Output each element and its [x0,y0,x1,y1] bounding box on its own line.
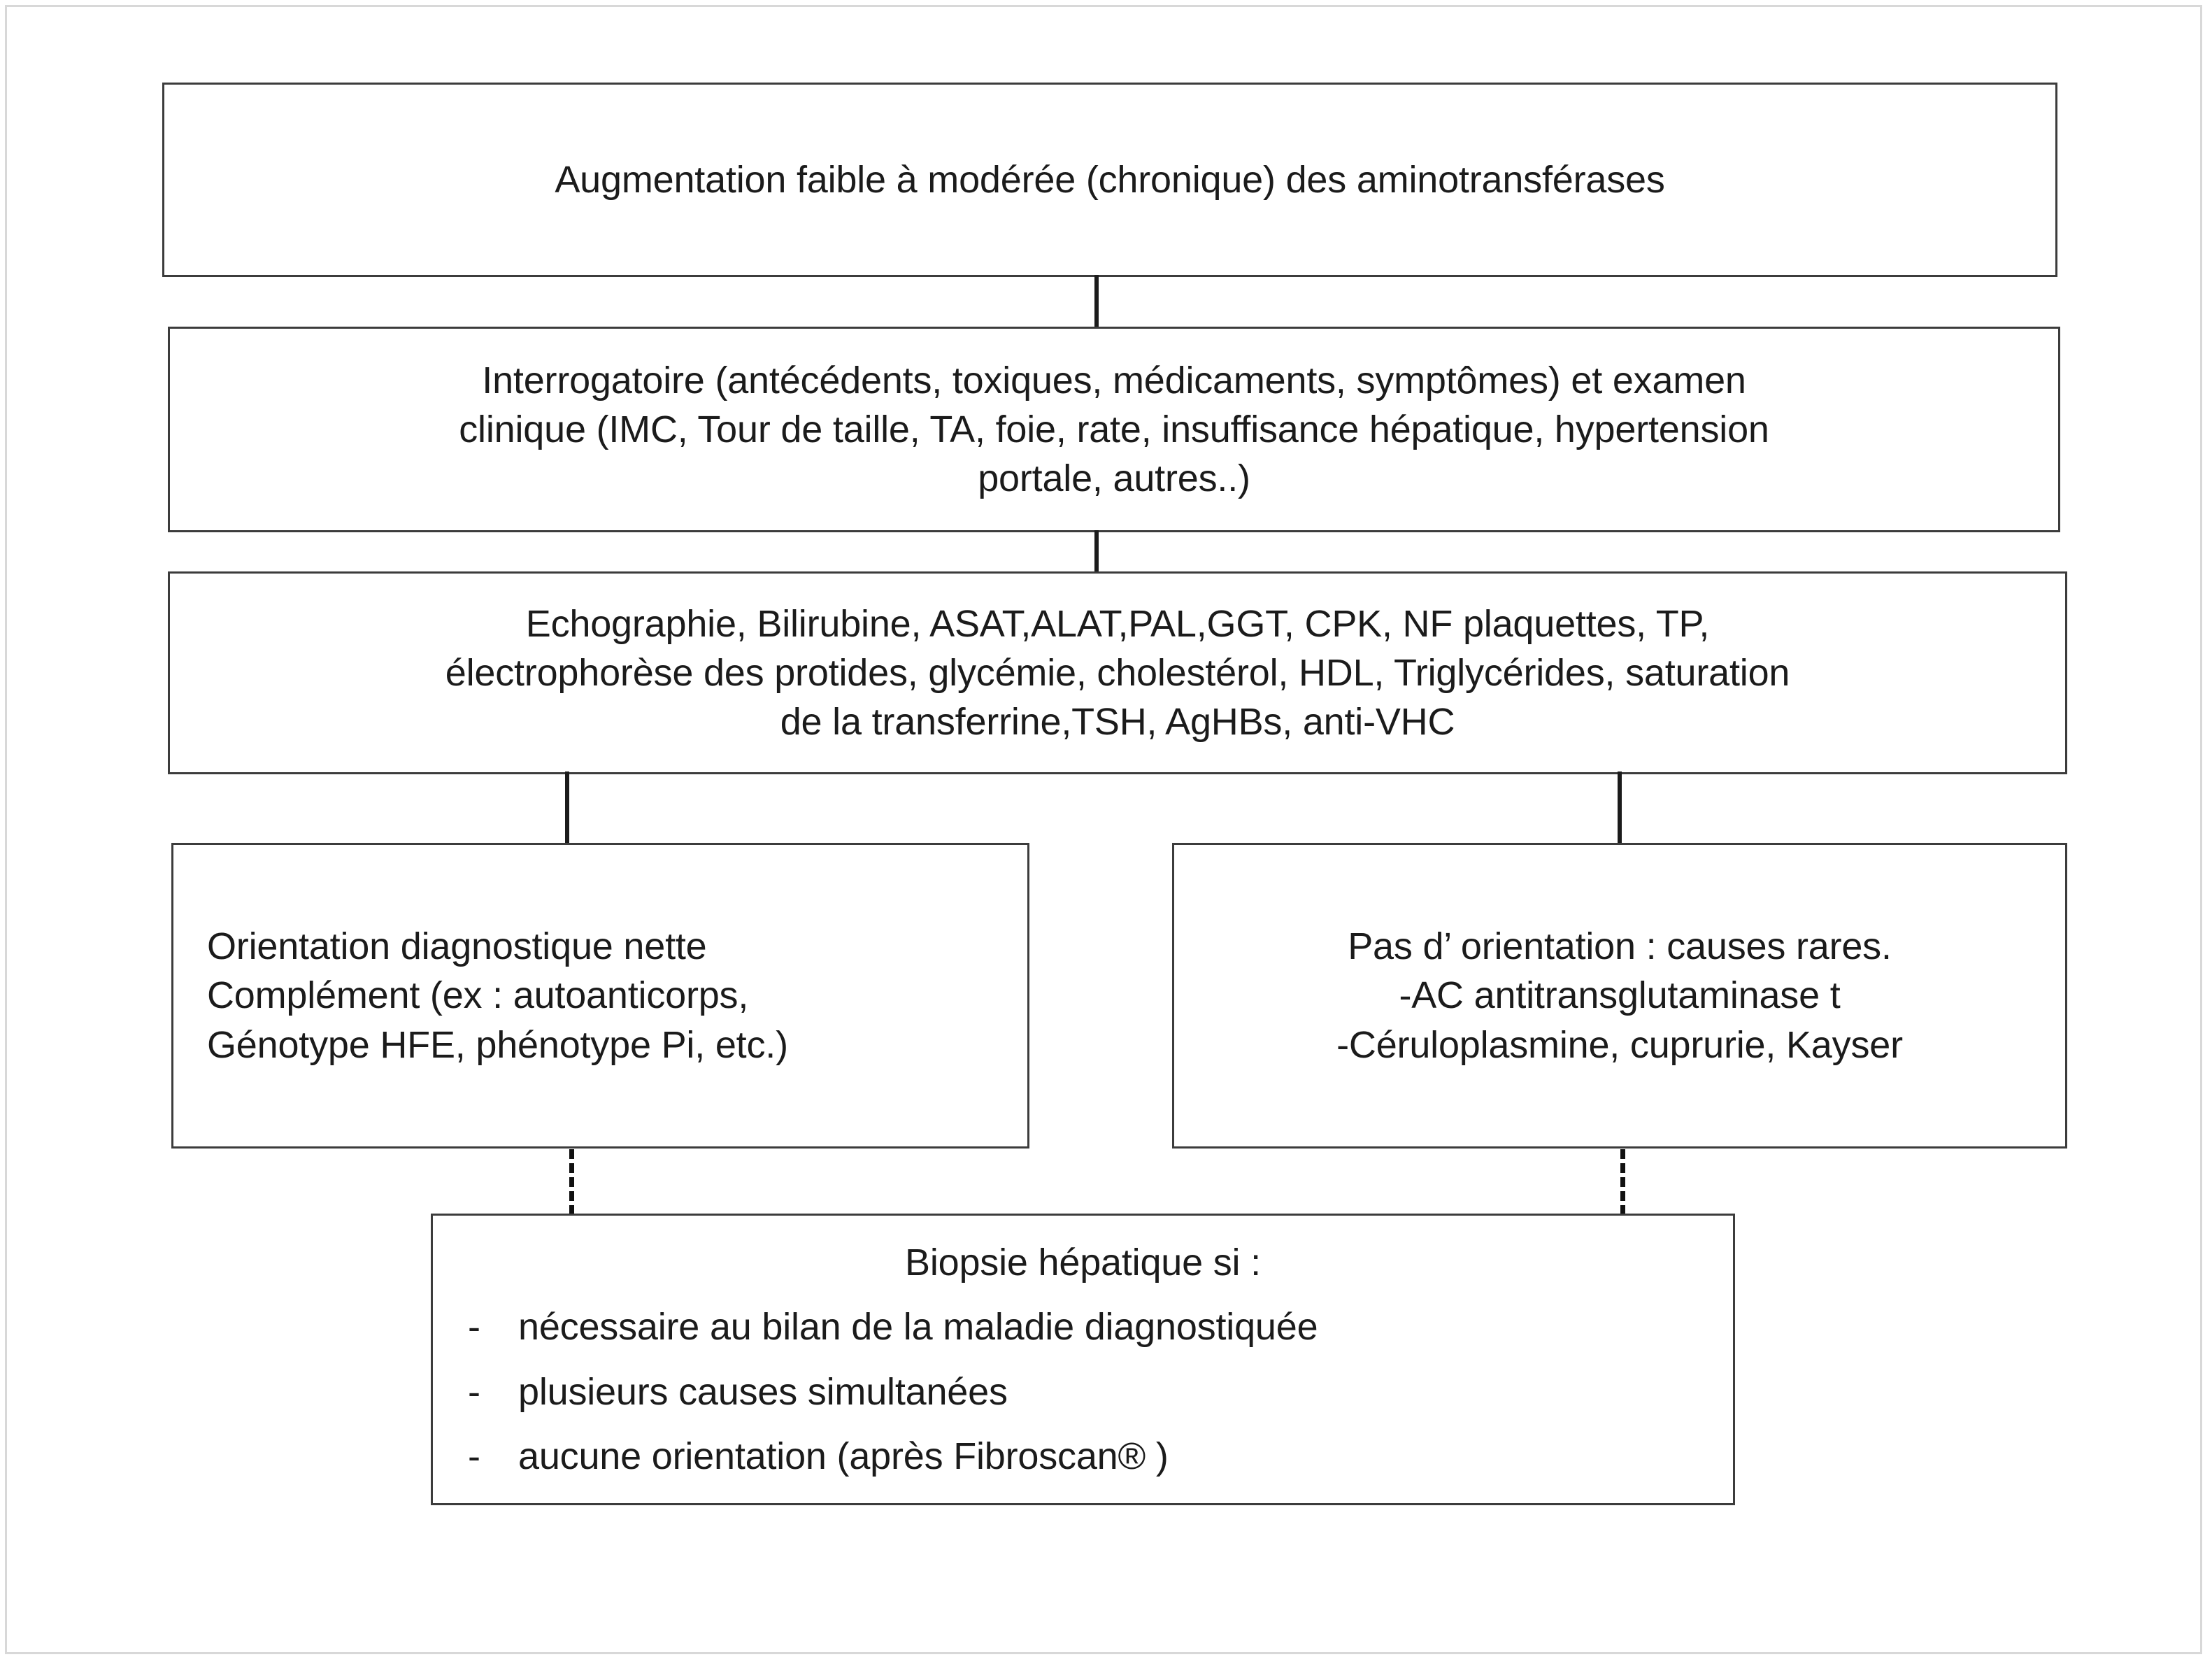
node-biopsy-bullet-1: - nécessaire au bilan de la maladie diag… [433,1302,1733,1351]
node-title-aminotransferases: Augmentation faible à modérée (chronique… [162,83,2057,277]
node-bilan-biologique-echographie: Echographie, Bilirubine, ASAT,ALAT,PAL,G… [168,571,2067,774]
node-biopsy-bullet-3: - aucune orientation (après Fibroscan® ) [433,1432,1733,1481]
node-biopsy-bullet-1-text: nécessaire au bilan de la maladie diagno… [518,1306,1318,1349]
node-anamnesis-line-1: Interrogatoire (antécédents, toxiques, m… [482,359,1746,401]
connector-no-orientation-to-biopsy [1620,1149,1625,1215]
node-no-orientation-line-2: -AC antitransglutaminase t [1399,974,1841,1017]
node-pas-d-orientation-causes-rares: Pas d’ orientation : causes rares. -AC a… [1172,843,2067,1149]
connector-clear-orientation-to-biopsy [569,1149,574,1215]
node-biopsie-hepatique: Biopsie hépatique si : - nécessaire au b… [431,1214,1735,1505]
bullet-marker-icon: - [468,1370,480,1413]
node-biopsy-bullet-2-text: plusieurs causes simultanées [518,1370,1008,1413]
node-clear-orientation-line-1: Orientation diagnostique nette [207,925,707,968]
connector-anamnesis-to-workup [1094,530,1099,574]
node-workup-line-2: électrophorèse des protides, glycémie, c… [445,651,1790,694]
node-interrogatoire-examen-clinique: Interrogatoire (antécédents, toxiques, m… [168,327,2060,532]
node-anamnesis-line-3: portale, autres..) [978,457,1250,500]
node-no-orientation-line-1: Pas d’ orientation : causes rares. [1348,925,1892,968]
node-no-orientation-line-3: -Céruloplasmine, cuprurie, Kayser [1336,1023,1903,1066]
bullet-marker-icon: - [468,1435,480,1477]
node-biopsy-bullet-3-text: aucune orientation (après Fibroscan® ) [518,1435,1169,1477]
connector-workup-to-clear-orientation [565,771,569,846]
node-title-line-1: Augmentation faible à modérée (chronique… [555,158,1665,201]
node-biopsy-heading: Biopsie hépatique si : [905,1242,1261,1284]
node-clear-orientation-line-3: Génotype HFE, phénotype Pi, etc.) [207,1023,788,1066]
node-orientation-diagnostique-nette: Orientation diagnostique nette Complémen… [171,843,1029,1149]
node-workup-line-1: Echographie, Bilirubine, ASAT,ALAT,PAL,G… [525,602,1710,645]
connector-workup-to-no-orientation [1618,771,1622,846]
node-anamnesis-line-2: clinique (IMC, Tour de taille, TA, foie,… [459,408,1769,450]
node-clear-orientation-line-2: Complément (ex : autoanticorps, [207,974,749,1017]
connector-title-to-anamnesis [1094,275,1099,329]
bullet-marker-icon: - [468,1306,480,1349]
node-biopsy-bullet-2: - plusieurs causes simultanées [433,1367,1733,1416]
node-workup-line-3: de la transferrine,TSH, AgHBs, anti-VHC [780,701,1455,744]
